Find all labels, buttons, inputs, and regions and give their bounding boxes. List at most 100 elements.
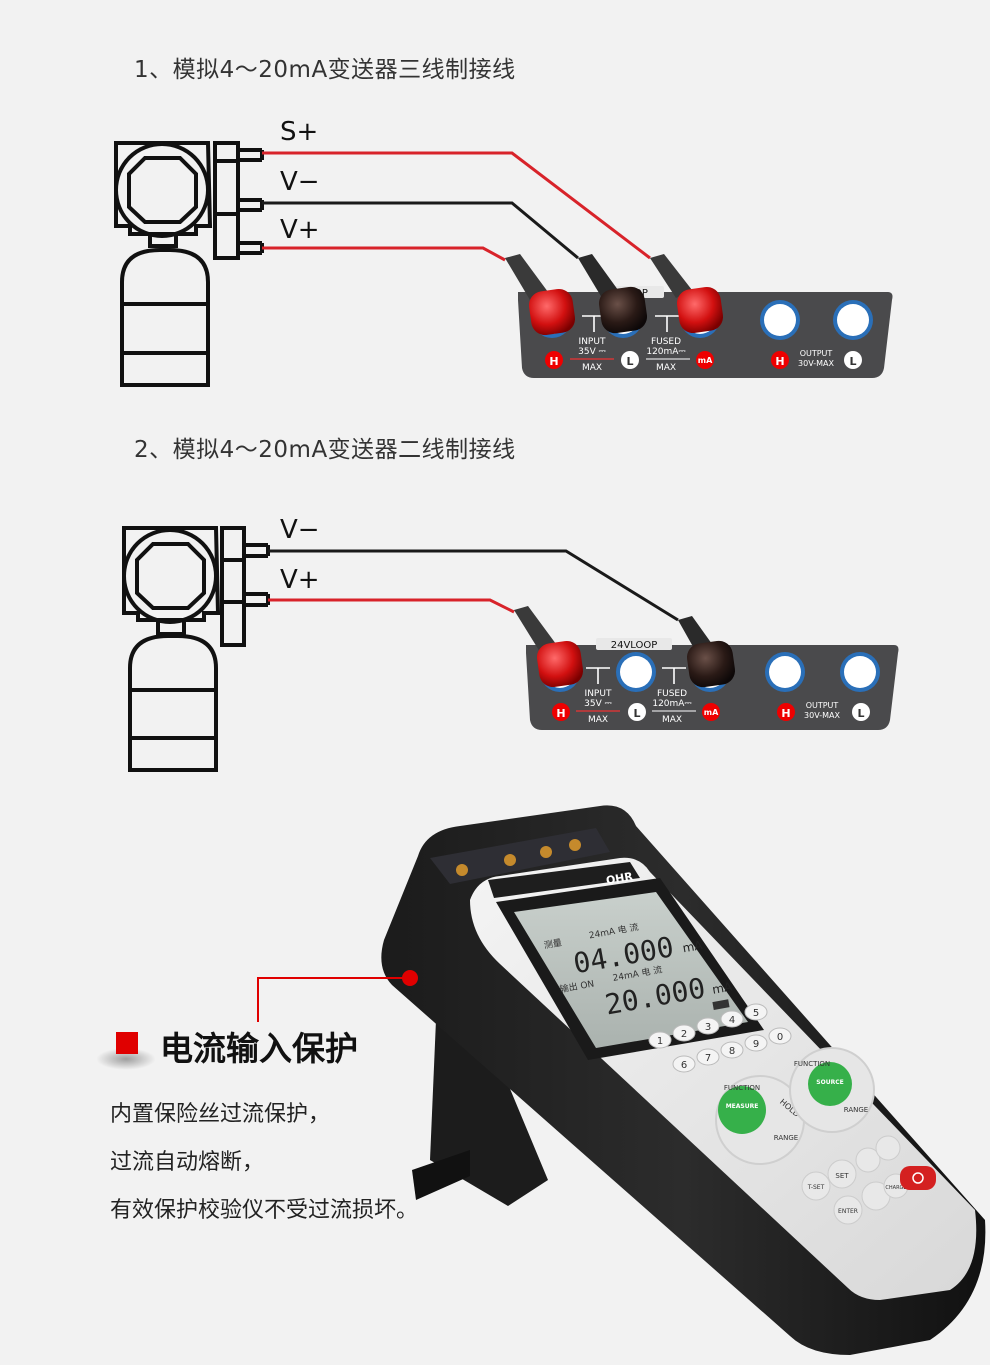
feature-desc-line: 有效保护校验仪不受过流损坏。 xyxy=(110,1198,419,1223)
svg-text:L: L xyxy=(626,355,633,368)
svg-text:MAX: MAX xyxy=(588,715,608,725)
lcd-screen xyxy=(514,892,748,1048)
feature-title: 电流输入保护 xyxy=(160,1029,358,1068)
svg-text:FUSED: FUSED xyxy=(657,689,687,699)
section1-title: 1、模拟4～20mA变送器三线制接线 xyxy=(134,57,516,83)
measure-button xyxy=(718,1086,766,1134)
wire-label-s-plus: S+ xyxy=(280,117,318,147)
svg-text:MAX: MAX xyxy=(662,715,682,725)
svg-text:OUTPUT: OUTPUT xyxy=(800,349,833,358)
wire-v-plus-1 xyxy=(262,246,506,262)
wire-label-v-plus-2: V+ xyxy=(280,565,320,595)
svg-text:L: L xyxy=(633,707,640,720)
output-l-terminal-1 xyxy=(837,304,869,336)
section2-title: 2、模拟4～20mA变送器二线制接线 xyxy=(134,437,516,463)
svg-text:MEASURE: MEASURE xyxy=(726,1103,759,1110)
transmitter-1 xyxy=(114,141,264,387)
feature-desc-line: 内置保险丝过流保护， xyxy=(110,1102,331,1127)
numeric-key-label: 0 xyxy=(777,1032,783,1043)
numeric-key[interactable] xyxy=(720,1041,744,1059)
numeric-key-label: 6 xyxy=(681,1060,687,1071)
wire-label-v-plus-1: V+ xyxy=(280,215,320,245)
probe-red-h-2 xyxy=(514,606,584,688)
svg-text:H: H xyxy=(556,707,565,720)
wire-label-v-minus-1: V− xyxy=(280,167,320,197)
numeric-keys-row1: 1 2 3 4 5 xyxy=(648,1003,768,1049)
source-button xyxy=(808,1062,852,1106)
numeric-key-label: 4 xyxy=(729,1015,735,1026)
svg-text:H: H xyxy=(549,355,558,368)
svg-text:MAX: MAX xyxy=(582,363,602,373)
lcd-content: 测量 24mA 电 流 04.000 mA 输出 ON 24mA 电 流 20.… xyxy=(543,921,734,1022)
numeric-key[interactable] xyxy=(696,1017,720,1035)
numeric-key[interactable] xyxy=(672,1024,696,1042)
svg-text:OUTPUT: OUTPUT xyxy=(806,701,839,710)
numeric-key-label: 9 xyxy=(753,1039,759,1050)
handheld-calibrator: OHR 测量 24mA 电 流 04.000 mA 输出 ON 24mA 电 流… xyxy=(381,805,986,1355)
transmitter-2 xyxy=(122,526,270,772)
probe-black-2 xyxy=(678,616,736,688)
wire-label-v-minus-2: V− xyxy=(280,515,320,545)
svg-text:mA: mA xyxy=(698,356,713,365)
svg-text:FUSED: FUSED xyxy=(651,337,681,347)
output-l-terminal-2 xyxy=(844,656,876,688)
svg-text:35V ⎓: 35V ⎓ xyxy=(584,699,612,709)
svg-text:FUNCTION: FUNCTION xyxy=(794,1060,830,1068)
svg-text:RANGE: RANGE xyxy=(844,1106,868,1114)
svg-text:RANGE: RANGE xyxy=(774,1134,798,1142)
svg-text:SOURCE: SOURCE xyxy=(816,1079,843,1086)
svg-text:mA: mA xyxy=(704,708,719,717)
svg-text:测量: 测量 xyxy=(543,937,563,951)
numeric-key[interactable] xyxy=(648,1031,672,1049)
svg-text:MAX: MAX xyxy=(656,363,676,373)
svg-text:CHARGE: CHARGE xyxy=(885,1185,906,1191)
numeric-key[interactable] xyxy=(720,1010,744,1028)
svg-text:H: H xyxy=(781,707,790,720)
wire-v-plus-2 xyxy=(268,598,515,614)
probe-red-h-1 xyxy=(505,254,576,336)
svg-text:35V ⎓: 35V ⎓ xyxy=(578,347,606,357)
svg-text:L: L xyxy=(857,707,864,720)
bullet-shadow xyxy=(96,1048,156,1070)
callout-line xyxy=(257,977,410,1022)
numeric-key-label: 2 xyxy=(681,1029,687,1040)
feature-desc-line: 过流自动熔断， xyxy=(110,1150,265,1175)
probe-black-l-1 xyxy=(578,254,648,334)
numeric-key-label: 7 xyxy=(705,1053,711,1064)
numeric-key[interactable] xyxy=(672,1055,696,1073)
power-button xyxy=(900,1166,936,1190)
numeric-key[interactable] xyxy=(744,1034,768,1052)
output-h-terminal-1 xyxy=(764,304,796,336)
numeric-key[interactable] xyxy=(768,1027,792,1045)
feature-bullet-icon xyxy=(116,1032,138,1054)
numeric-key[interactable] xyxy=(696,1048,720,1066)
loop-label-2: 24VLOOP xyxy=(611,640,658,651)
svg-text:120mA⎓: 120mA⎓ xyxy=(652,699,691,709)
numeric-key-label: 3 xyxy=(705,1022,711,1033)
numeric-key-label: 1 xyxy=(657,1036,663,1047)
wire-s-plus xyxy=(262,151,651,260)
svg-text:T-SET: T-SET xyxy=(807,1184,825,1191)
svg-text:INPUT: INPUT xyxy=(579,337,606,347)
svg-text:INPUT: INPUT xyxy=(585,689,612,699)
input-l-terminal-2 xyxy=(620,656,652,688)
numeric-keys-row2: 6 7 8 9 0 xyxy=(672,1027,792,1073)
svg-text:30V-MAX: 30V-MAX xyxy=(804,711,840,720)
svg-text:30V-MAX: 30V-MAX xyxy=(798,359,834,368)
svg-text:H: H xyxy=(775,355,784,368)
wire-v-minus-2 xyxy=(268,549,679,622)
numeric-key-label: 8 xyxy=(729,1046,735,1057)
svg-text:SET: SET xyxy=(835,1172,849,1180)
svg-text:L: L xyxy=(849,355,856,368)
numeric-key-label: 5 xyxy=(753,1008,759,1019)
svg-text:120mA⎓: 120mA⎓ xyxy=(646,347,685,357)
output-h-terminal-2 xyxy=(769,656,801,688)
numeric-key[interactable] xyxy=(744,1003,768,1021)
svg-text:mA: mA xyxy=(711,979,734,996)
svg-text:FUNCTION: FUNCTION xyxy=(724,1084,760,1092)
probe-red-ma-1 xyxy=(650,254,724,334)
svg-text:ENTER: ENTER xyxy=(838,1208,858,1215)
wire-v-minus-1 xyxy=(262,201,579,260)
svg-text:mA: mA xyxy=(681,938,704,955)
